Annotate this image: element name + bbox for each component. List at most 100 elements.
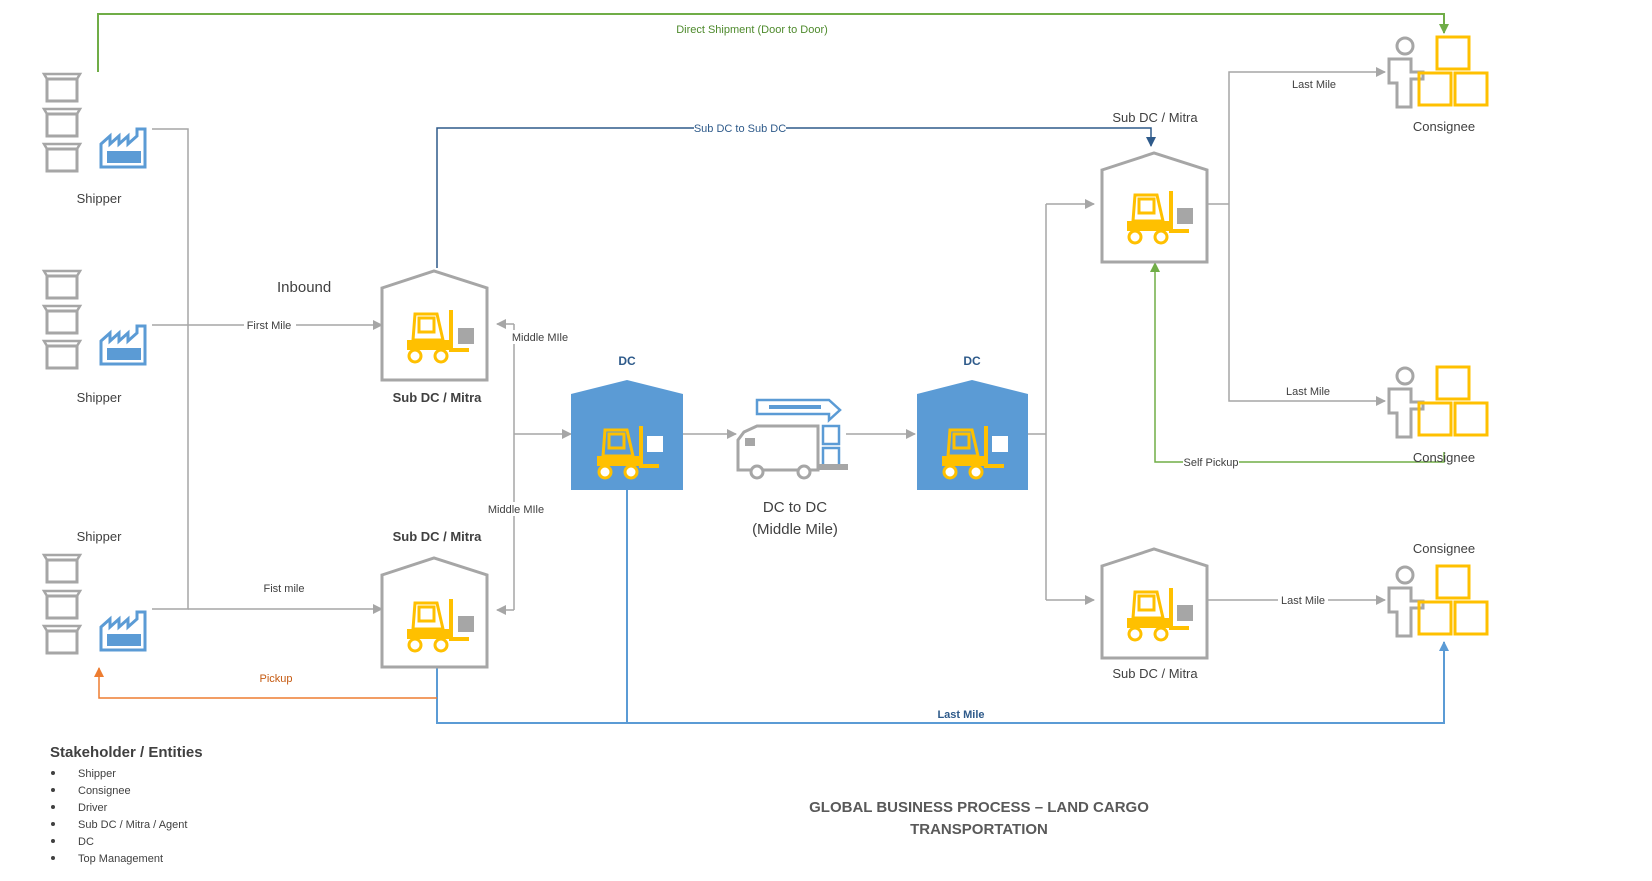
fist-mile-label: Fist mile <box>264 583 305 595</box>
sub-dc-label: Sub DC / Mitra <box>393 529 483 544</box>
label-bg <box>694 121 786 135</box>
legend-item: Sub DC / Mitra / Agent <box>78 819 187 831</box>
shipper-label: Shipper <box>77 191 122 206</box>
truck-window <box>745 438 755 446</box>
title-line1: GLOBAL BUSINESS PROCESS – LAND CARGO <box>809 799 1149 816</box>
right-arrow-icon <box>755 398 842 423</box>
last-mile-mid-arrow <box>1228 204 1386 406</box>
last-mile-mid-label: Last Mile <box>1286 386 1330 398</box>
dc-label: DC <box>618 354 636 368</box>
pallet-icon <box>1177 208 1193 224</box>
sub-dc-label: Sub DC / Mitra <box>1112 110 1198 125</box>
bullet-icon <box>51 822 55 826</box>
box-icon <box>42 624 82 655</box>
bullet-icon <box>51 771 55 775</box>
cargo-box-icon <box>821 424 841 446</box>
title-line2: TRANSPORTATION <box>910 821 1048 838</box>
diagram-title: GLOBAL BUSINESS PROCESS – LAND CARGO TRA… <box>809 799 1149 838</box>
dc-left: DC <box>571 354 683 490</box>
consignee-3: Consignee <box>1387 541 1489 638</box>
sub-dc-label: Sub DC / Mitra <box>1112 666 1198 681</box>
flow-labels: Direct Shipment (Door to Door) Sub DC to… <box>244 24 1336 721</box>
box-icon <box>42 339 82 370</box>
label-bg <box>1183 455 1239 469</box>
shipper-bus-line <box>152 128 189 610</box>
legend-item: Shipper <box>78 768 116 780</box>
shipper-label: Shipper <box>77 390 122 405</box>
legend-item: DC <box>78 836 94 848</box>
pickup-label: Pickup <box>259 673 292 685</box>
last-mile-bottom-label: Last Mile <box>937 709 984 721</box>
label-bg <box>1278 593 1328 607</box>
factory-icon <box>99 127 147 169</box>
bullet-icon <box>51 788 55 792</box>
inbound-label: Inbound <box>277 279 331 296</box>
shipper-1: Shipper <box>42 72 147 206</box>
box-icon <box>42 107 82 138</box>
connectors <box>94 13 1449 724</box>
last-mile-top-label: Last Mile <box>1292 79 1336 91</box>
pallet-icon <box>458 616 474 632</box>
self-pickup-label: Self Pickup <box>1183 457 1238 469</box>
dc-label: DC <box>963 354 981 368</box>
last-mile-bottom-arrow <box>436 641 1449 724</box>
box-icon <box>42 589 82 620</box>
bullet-icon <box>51 805 55 809</box>
box-icon <box>42 269 82 300</box>
bullet-icon <box>51 839 55 843</box>
truck-icon <box>736 424 820 472</box>
box-icon <box>42 142 82 173</box>
consignee-label: Consignee <box>1413 119 1475 134</box>
consignee-icon <box>1387 564 1489 638</box>
legend: Stakeholder / Entities Shipper Consignee… <box>50 744 203 865</box>
sub-dc-to-sub-dc-arrow <box>436 127 1156 268</box>
arrow-stripe <box>769 405 821 409</box>
shipper-label: Shipper <box>77 529 122 544</box>
bullet-icon <box>51 856 55 860</box>
middle-mile-bottom-label: Middle MIle <box>488 504 544 516</box>
factory-icon <box>99 324 147 366</box>
sub-dc-right-bottom: Sub DC / Mitra <box>1100 547 1209 681</box>
shipper-3: Shipper <box>42 529 147 655</box>
label-bg <box>484 502 548 516</box>
wheel-icon <box>749 464 765 480</box>
direct-shipment-arrow <box>97 13 1449 72</box>
label-bg <box>508 330 572 344</box>
box-icon <box>42 304 82 335</box>
consignee-icon <box>1387 35 1489 109</box>
legend-item: Top Management <box>78 853 163 865</box>
self-pickup-arrow <box>1150 262 1445 463</box>
consignee-1: Consignee <box>1387 35 1489 134</box>
legend-list: Shipper Consignee Driver Sub DC / Mitra … <box>51 768 187 865</box>
label-bg <box>244 318 296 332</box>
last-mile-top-arrow <box>1228 67 1386 204</box>
shipper-2: Shipper <box>42 269 147 405</box>
pallet-icon <box>647 436 663 452</box>
wheel-icon <box>796 464 812 480</box>
truck: DC to DC (Middle Mile) <box>736 398 848 538</box>
box-icon <box>42 553 82 584</box>
box-icon <box>42 72 82 103</box>
direct-shipment-label: Direct Shipment (Door to Door) <box>676 24 828 36</box>
truck-label-line1: DC to DC <box>763 499 827 516</box>
sub-dc-left-bottom: Sub DC / Mitra <box>380 529 489 669</box>
pickup-arrow <box>94 667 437 699</box>
sub-dc-label: Sub DC / Mitra <box>393 390 483 405</box>
sub-dc-left-top: Sub DC / Mitra <box>380 269 489 405</box>
legend-item: Driver <box>78 802 108 814</box>
truck-label-line2: (Middle Mile) <box>752 521 838 538</box>
cargo-box-icon <box>821 446 841 468</box>
pallet-icon <box>1177 605 1193 621</box>
dc-right: DC <box>917 354 1028 490</box>
pallet-icon <box>458 328 474 344</box>
consignee-icon <box>1387 365 1489 439</box>
sub-dc-right-top: Sub DC / Mitra <box>1100 110 1209 264</box>
consignee-2: Consignee <box>1387 365 1489 465</box>
truck-lift <box>818 464 848 470</box>
sub-dc-to-sub-dc-label: Sub DC to Sub DC <box>694 123 786 135</box>
legend-title: Stakeholder / Entities <box>50 744 203 761</box>
pallet-icon <box>992 436 1008 452</box>
consignee-label: Consignee <box>1413 541 1475 556</box>
factory-icon <box>99 610 147 652</box>
